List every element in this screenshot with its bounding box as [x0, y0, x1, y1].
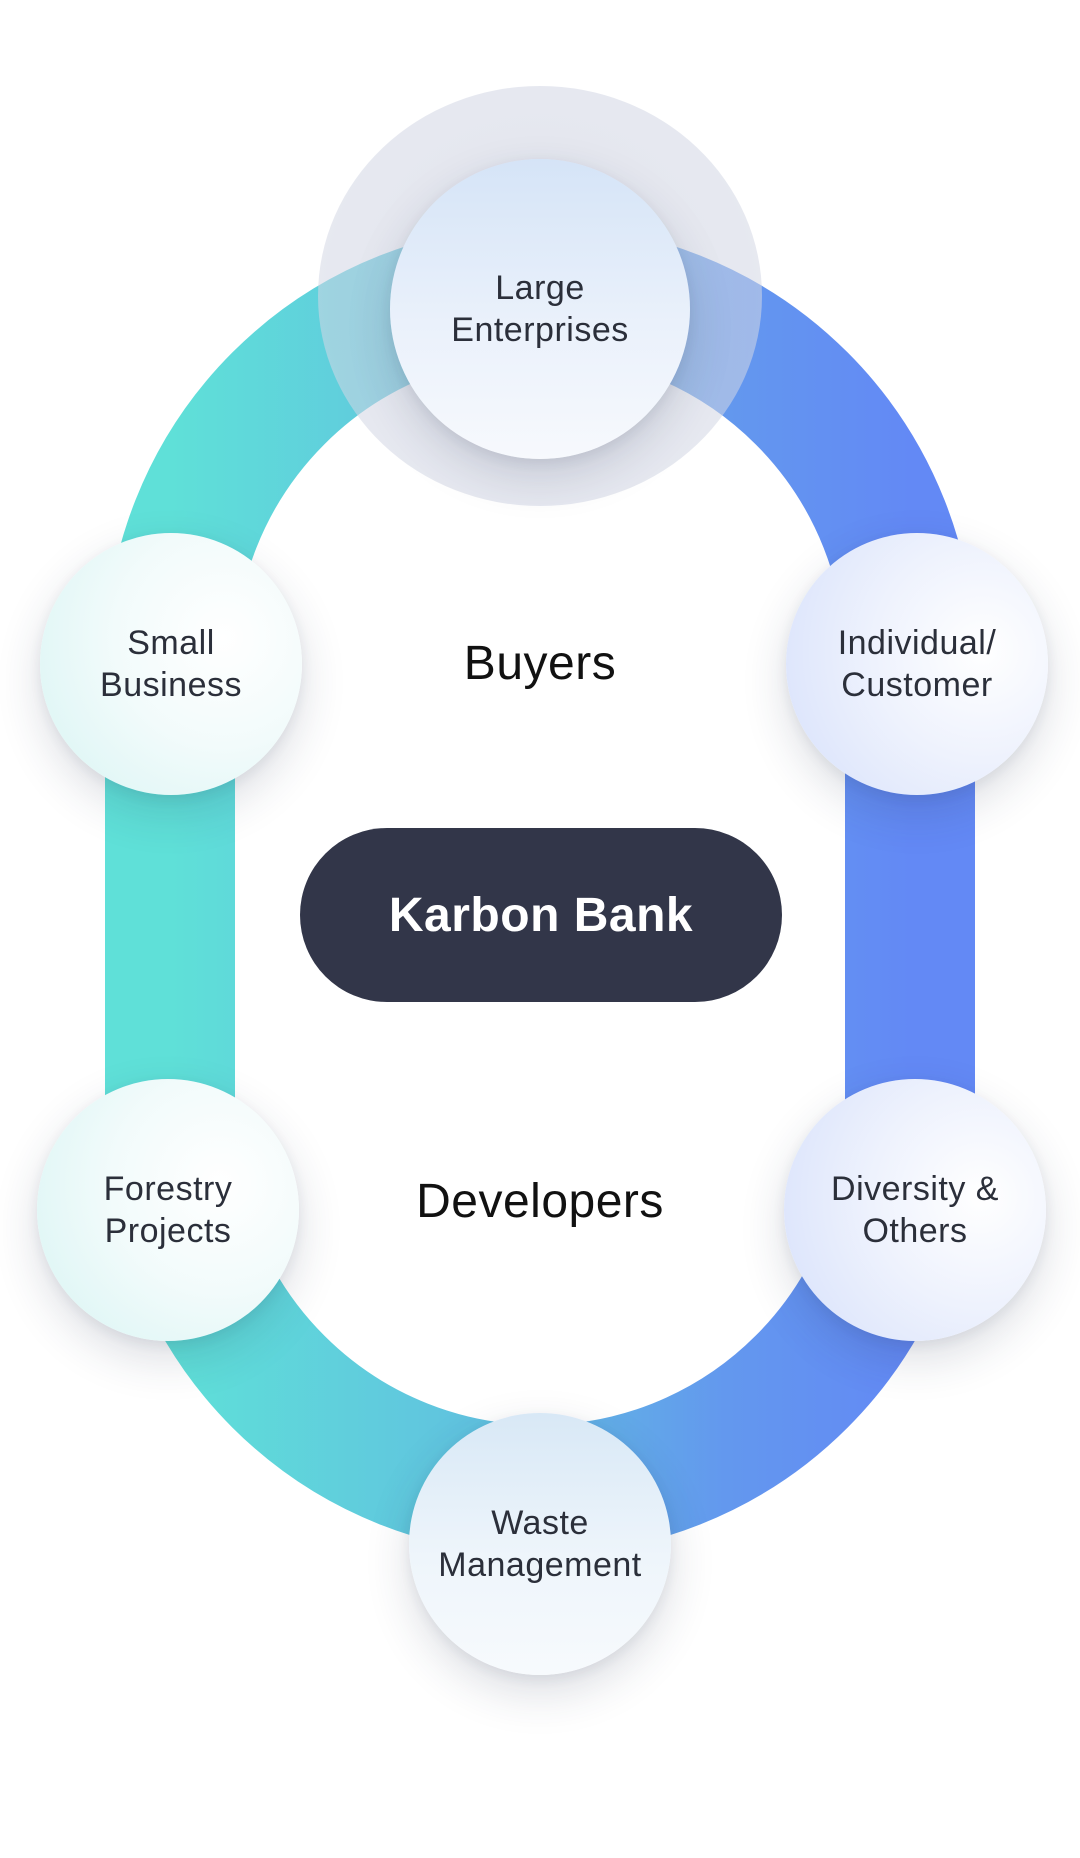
node-label: Waste Management: [438, 1504, 642, 1584]
node-large-enterprises: Large Enterprises: [390, 159, 690, 459]
buyers-heading: Buyers: [463, 637, 617, 690]
node-diversity-others: Diversity & Others: [784, 1079, 1046, 1341]
node-waste-management: Waste Management: [409, 1413, 671, 1675]
node-forestry-projects: Forestry Projects: [37, 1079, 299, 1341]
node-label: Individual/ Customer: [837, 624, 997, 704]
karbon-bank-label: Karbon Bank: [388, 888, 694, 942]
node-label: Diversity & Others: [831, 1170, 999, 1250]
karbon-bank-pill: Karbon Bank: [300, 828, 782, 1002]
node-label: Small Business: [100, 624, 242, 704]
node-individual-customer: Individual/ Customer: [786, 533, 1048, 795]
developers-heading: Developers: [416, 1175, 664, 1228]
node-small-business: Small Business: [40, 533, 302, 795]
node-label: Large Enterprises: [451, 269, 629, 349]
node-label: Forestry Projects: [103, 1170, 233, 1250]
